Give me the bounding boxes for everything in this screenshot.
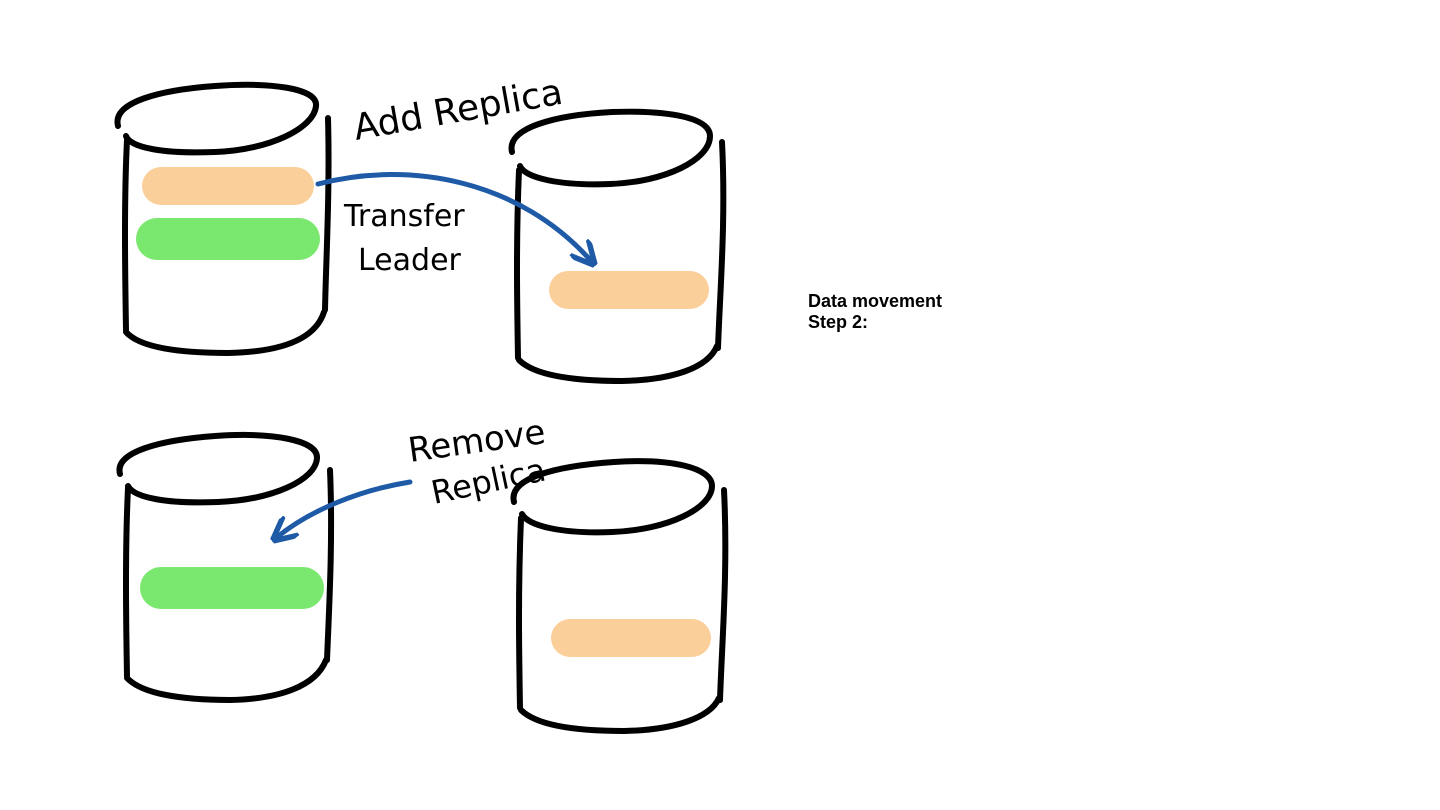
leader-replica-bar-top-right — [549, 271, 709, 309]
add-replica-label: Add Replica — [350, 72, 565, 149]
follower-replica-bar-bottom-left — [140, 567, 324, 609]
transfer-leader-label-line1: Transfer — [343, 199, 465, 234]
cylinder-top-right — [512, 112, 724, 381]
follower-replica-bar-top-left — [136, 218, 320, 260]
cylinder-bottom-right — [513, 461, 725, 731]
caption-step: Step 2: — [808, 312, 942, 333]
transfer-leader-label-line2: Leader — [358, 243, 462, 278]
diagram-caption: Data movement Step 2: — [808, 291, 942, 333]
remove-arrow — [276, 482, 410, 538]
leader-replica-bar-top-left — [142, 167, 314, 205]
caption-title: Data movement — [808, 291, 942, 312]
leader-replica-bar-bottom-right — [551, 619, 711, 657]
